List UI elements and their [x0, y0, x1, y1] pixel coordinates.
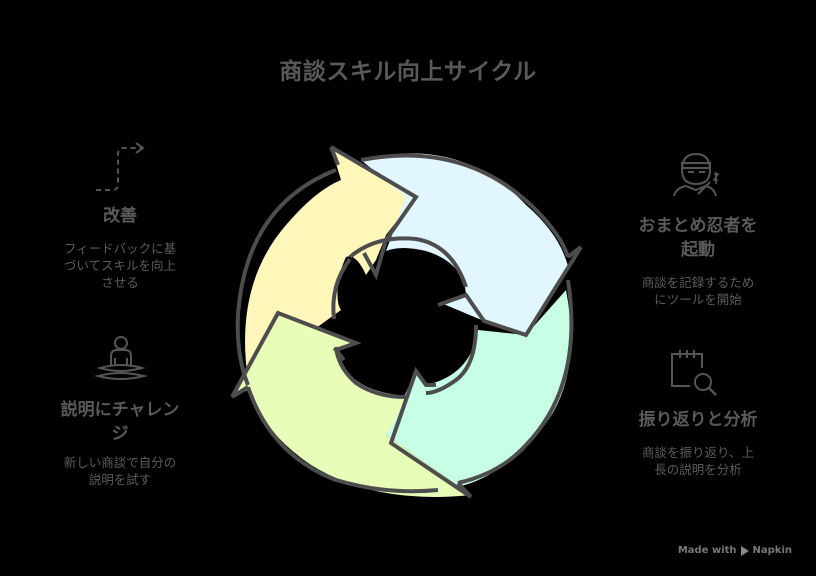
step-heading: 説明にチャレン ジ [40, 398, 200, 446]
desc-line: 商談を記録するため [641, 275, 755, 290]
desc-line: 新しい商談で自分の [63, 455, 177, 470]
cycle-segment-challenge [232, 313, 471, 497]
heading-line: ジ [111, 424, 129, 444]
step-heading: おまとめ忍者を 起動 [610, 214, 786, 262]
step-description: 商談を記録するため にツールを開始 [610, 274, 786, 308]
desc-line: 長の説明を分析 [654, 462, 742, 477]
heading-line: 起動 [681, 240, 715, 260]
notepad-search-icon [668, 346, 722, 402]
cycle-segment-ninja [361, 153, 581, 335]
heading-line: 説明にチャレン [60, 400, 180, 420]
step-challenge: 説明にチャレン ジ 新しい商談で自分の 説明を試す [40, 398, 200, 488]
step-description: 新しい商談で自分の 説明を試す [40, 454, 200, 488]
desc-line: 説明を試す [88, 472, 152, 487]
made-with-label: Made with [677, 545, 737, 556]
page-title: 商談スキル向上サイクル [279, 59, 537, 85]
desc-line: づいてスキルを向上 [63, 258, 177, 273]
napkin-logo-icon [740, 545, 749, 556]
desc-line: フィードバックに基 [63, 241, 177, 256]
step-description: 商談を振り返り、上 長の説明を分析 [610, 444, 786, 478]
meditation-person-icon [94, 334, 148, 390]
step-kaizen: 改善 フィードバックに基 づいてスキルを向上 させる [40, 204, 200, 291]
napkin-credit: Made with Napkin [678, 545, 792, 556]
cycle-diagram [226, 135, 586, 509]
dashed-arrow-icon [92, 142, 150, 198]
step-heading: 振り返りと分析 [638, 410, 758, 430]
step-review: 振り返りと分析 商談を振り返り、上 長の説明を分析 [610, 408, 786, 478]
step-ninja: おまとめ忍者を 起動 商談を記録するため にツールを開始 [610, 214, 786, 308]
heading-line: おまとめ忍者を [638, 216, 758, 236]
desc-line: にツールを開始 [654, 292, 742, 307]
step-description: フィードバックに基 づいてスキルを向上 させる [40, 240, 200, 291]
ninja-icon [672, 150, 724, 200]
step-heading: 改善 [103, 206, 137, 226]
brand-label: Napkin [752, 545, 792, 556]
desc-line: 商談を振り返り、上 [641, 445, 754, 460]
desc-line: させる [101, 275, 139, 290]
